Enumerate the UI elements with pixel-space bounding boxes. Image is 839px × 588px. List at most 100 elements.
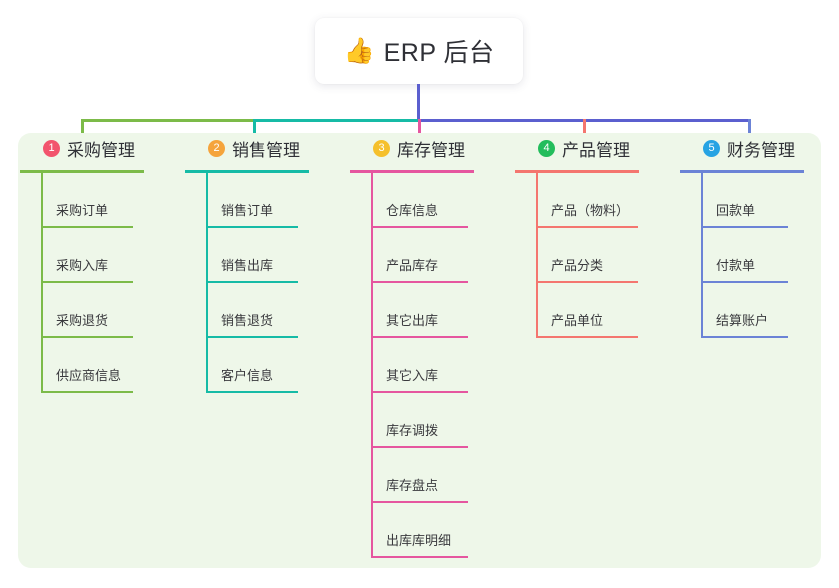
leaf-item-rule bbox=[373, 391, 468, 393]
leaf-item-rule bbox=[373, 336, 468, 338]
leaf-spine-2 bbox=[206, 173, 208, 393]
leaf-item[interactable]: 销售退货 bbox=[208, 283, 350, 338]
leaf-item-label: 产品（物料） bbox=[551, 203, 630, 218]
column-rule-4 bbox=[515, 170, 639, 173]
column-title-5: 财务管理 bbox=[727, 140, 795, 160]
leaf-item-label: 产品库存 bbox=[386, 258, 439, 273]
leaf-item[interactable]: 产品单位 bbox=[538, 283, 680, 338]
leaf-item[interactable]: 产品库存 bbox=[373, 228, 515, 283]
leaf-item-rule bbox=[208, 336, 298, 338]
leaf-item[interactable]: 采购退货 bbox=[43, 283, 185, 338]
leaf-list-2: 销售订单销售出库销售退货客户信息 bbox=[185, 173, 350, 393]
leaf-spine-4 bbox=[536, 173, 538, 338]
leaf-item[interactable]: 供应商信息 bbox=[43, 338, 185, 393]
leaf-item-rule bbox=[208, 281, 298, 283]
column-rule-1 bbox=[20, 170, 144, 173]
column-title-3: 库存管理 bbox=[397, 140, 465, 160]
leaf-item-rule bbox=[208, 391, 298, 393]
bus-segment-green bbox=[81, 119, 253, 122]
leaf-item[interactable]: 客户信息 bbox=[208, 338, 350, 393]
leaf-item-rule bbox=[43, 391, 133, 393]
leaf-item-label: 供应商信息 bbox=[56, 368, 122, 383]
leaf-item-rule bbox=[373, 556, 468, 558]
leaf-item-rule bbox=[538, 336, 638, 338]
leaf-item[interactable]: 库存盘点 bbox=[373, 448, 515, 503]
leaf-item-rule bbox=[43, 226, 133, 228]
column-5: 5 财务管理回款单付款单结算账户 bbox=[680, 133, 820, 338]
column-header-5[interactable]: 5 财务管理 bbox=[680, 133, 820, 163]
leaf-item-rule bbox=[43, 281, 133, 283]
leaf-item[interactable]: 销售出库 bbox=[208, 228, 350, 283]
leaf-item[interactable]: 产品分类 bbox=[538, 228, 680, 283]
column-3: 3 库存管理仓库信息产品库存其它出库其它入库库存调拨库存盘点出库库明细 bbox=[350, 133, 515, 558]
column-title-4: 产品管理 bbox=[562, 140, 630, 160]
leaf-item[interactable]: 其它出库 bbox=[373, 283, 515, 338]
leaf-item-label: 销售出库 bbox=[221, 258, 274, 273]
leaf-item-label: 其它出库 bbox=[386, 313, 439, 328]
leaf-list-3: 仓库信息产品库存其它出库其它入库库存调拨库存盘点出库库明细 bbox=[350, 173, 515, 558]
leaf-item-label: 采购入库 bbox=[56, 258, 109, 273]
leaf-item-rule bbox=[703, 336, 788, 338]
leaf-item-label: 其它入库 bbox=[386, 368, 439, 383]
leaf-item[interactable]: 仓库信息 bbox=[373, 173, 515, 228]
leaf-item-label: 仓库信息 bbox=[386, 203, 439, 218]
leaf-item-rule bbox=[373, 501, 468, 503]
column-badge-1: 1 bbox=[43, 139, 60, 157]
leaf-spine-3 bbox=[371, 173, 373, 558]
column-header-2[interactable]: 2 销售管理 bbox=[185, 133, 350, 163]
leaf-item-label: 采购订单 bbox=[56, 203, 109, 218]
column-badge-2: 2 bbox=[208, 139, 225, 157]
column-title-1: 采购管理 bbox=[67, 140, 135, 160]
leaf-item[interactable]: 销售订单 bbox=[208, 173, 350, 228]
column-1: 1 采购管理采购订单采购入库采购退货供应商信息 bbox=[20, 133, 185, 393]
column-header-1[interactable]: 1 采购管理 bbox=[20, 133, 185, 163]
leaf-item-label: 销售退货 bbox=[221, 313, 274, 328]
leaf-item-rule bbox=[373, 226, 468, 228]
leaf-item-rule bbox=[208, 226, 298, 228]
column-rule-3 bbox=[350, 170, 474, 173]
leaf-item-label: 付款单 bbox=[716, 258, 756, 273]
leaf-item-label: 结算账户 bbox=[716, 313, 769, 328]
leaf-item-rule bbox=[538, 226, 638, 228]
leaf-item-rule bbox=[43, 336, 133, 338]
leaf-item-rule bbox=[373, 281, 468, 283]
diagram-panel: 1 采购管理采购订单采购入库采购退货供应商信息 2 销售管理销售订单销售出库销售退货客… bbox=[18, 133, 821, 568]
leaf-item-rule bbox=[703, 226, 788, 228]
leaf-item[interactable]: 付款单 bbox=[703, 228, 820, 283]
leaf-item-label: 库存盘点 bbox=[386, 478, 439, 493]
leaf-item-label: 采购退货 bbox=[56, 313, 109, 328]
root-node-card[interactable]: 👍 ERP 后台 bbox=[315, 18, 523, 84]
leaf-item[interactable]: 其它入库 bbox=[373, 338, 515, 393]
leaf-item[interactable]: 采购入库 bbox=[43, 228, 185, 283]
leaf-item[interactable]: 采购订单 bbox=[43, 173, 185, 228]
leaf-item[interactable]: 产品（物料） bbox=[538, 173, 680, 228]
leaf-item[interactable]: 回款单 bbox=[703, 173, 820, 228]
column-badge-3: 3 bbox=[373, 139, 390, 157]
thumbs-up-icon: 👍 bbox=[343, 36, 375, 65]
leaf-item-rule bbox=[703, 281, 788, 283]
leaf-list-1: 采购订单采购入库采购退货供应商信息 bbox=[20, 173, 185, 393]
leaf-spine-1 bbox=[41, 173, 43, 393]
leaf-item-rule bbox=[373, 446, 468, 448]
leaf-item[interactable]: 库存调拨 bbox=[373, 393, 515, 448]
leaf-item-label: 出库库明细 bbox=[386, 533, 452, 548]
leaf-list-4: 产品（物料） 产品分类产品单位 bbox=[515, 173, 680, 338]
leaf-spine-5 bbox=[701, 173, 703, 338]
leaf-item-label: 客户信息 bbox=[221, 368, 274, 383]
column-badge-5: 5 bbox=[703, 139, 720, 157]
column-title-2: 销售管理 bbox=[232, 140, 300, 160]
leaf-item-rule bbox=[538, 281, 638, 283]
leaf-item-label: 回款单 bbox=[716, 203, 756, 218]
root-stem-connector bbox=[417, 84, 420, 121]
column-rule-2 bbox=[185, 170, 309, 173]
column-2: 2 销售管理销售订单销售出库销售退货客户信息 bbox=[185, 133, 350, 393]
leaf-item-label: 库存调拨 bbox=[386, 423, 439, 438]
leaf-list-5: 回款单付款单结算账户 bbox=[680, 173, 820, 338]
leaf-item-label: 产品单位 bbox=[551, 313, 604, 328]
leaf-item[interactable]: 结算账户 bbox=[703, 283, 820, 338]
root-node-title: ERP 后台 bbox=[383, 39, 495, 67]
column-header-3[interactable]: 3 库存管理 bbox=[350, 133, 515, 163]
leaf-item[interactable]: 出库库明细 bbox=[373, 503, 515, 558]
